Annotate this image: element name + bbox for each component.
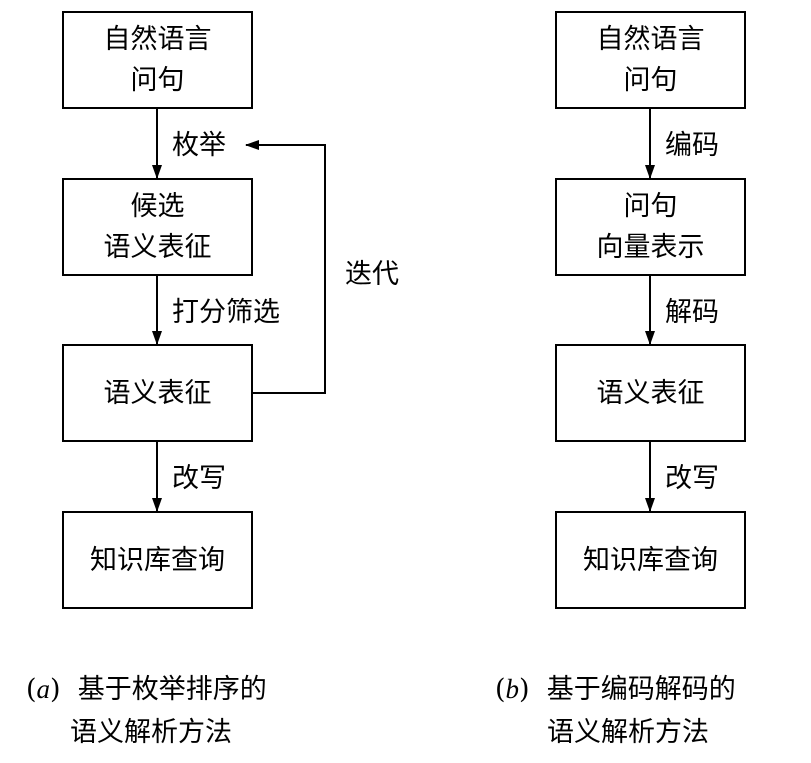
a-caption-line1: (a) 基于枚举排序的	[26, 674, 267, 705]
a-label-score-filter: 打分筛选	[172, 297, 280, 328]
b-node-kb-query-line1: 知识库查询	[583, 544, 718, 576]
a-caption-text1: 基于枚举排序的	[77, 674, 267, 705]
a-caption-text2: 语义解析方法	[70, 717, 232, 748]
a-arrow-iterate	[245, 140, 326, 394]
a-caption: (a) 基于枚举排序的 语义解析方法	[26, 668, 267, 754]
b-node-vector-line2: 向量表示	[596, 232, 705, 263]
a-node-kb-query: 知识库查询	[62, 511, 253, 609]
b-node-semantic-representation: 语义表征	[555, 344, 746, 442]
a-node-natural-language-question: 自然语言 问句	[62, 11, 253, 109]
b-caption: (b) 基于编码解码的 语义解析方法	[495, 668, 736, 754]
b-node-natural-language-question: 自然语言 问句	[555, 11, 746, 109]
a-caption-marker: a	[36, 674, 51, 704]
b-caption-line2: 语义解析方法	[495, 711, 736, 754]
b-label-rewrite: 改写	[665, 463, 719, 494]
a-node-candidates-line2: 语义表征	[103, 232, 212, 263]
a-label-rewrite: 改写	[172, 463, 226, 494]
b-caption-line1: (b) 基于编码解码的	[495, 674, 736, 705]
a-node-representation-line1: 语义表征	[103, 377, 212, 409]
a-caption-line2: 语义解析方法	[26, 711, 267, 754]
b-caption-text2: 语义解析方法	[547, 717, 709, 748]
a-label-enumerate: 枚举	[172, 130, 226, 161]
b-label-decode: 解码	[665, 297, 719, 328]
b-node-vector-line1: 问句	[623, 191, 678, 222]
a-node-candidates-line1: 候选	[130, 191, 185, 222]
a-label-iterate: 迭代	[345, 259, 399, 290]
a-node-candidate-representations: 候选 语义表征	[62, 178, 253, 276]
b-node-kb-query: 知识库查询	[555, 511, 746, 609]
a-node-question-line2: 问句	[130, 65, 185, 96]
b-node-question-line2: 问句	[623, 65, 678, 96]
b-label-encode: 编码	[665, 130, 719, 161]
b-node-representation-line1: 语义表征	[596, 377, 705, 409]
b-caption-text1: 基于编码解码的	[546, 674, 736, 705]
b-caption-marker: b	[505, 674, 520, 704]
a-node-kb-query-line1: 知识库查询	[90, 544, 225, 576]
a-node-question-line1: 自然语言	[103, 24, 212, 55]
b-node-question-vector: 问句 向量表示	[555, 178, 746, 276]
a-node-semantic-representation: 语义表征	[62, 344, 253, 442]
b-node-question-line1: 自然语言	[596, 24, 705, 55]
